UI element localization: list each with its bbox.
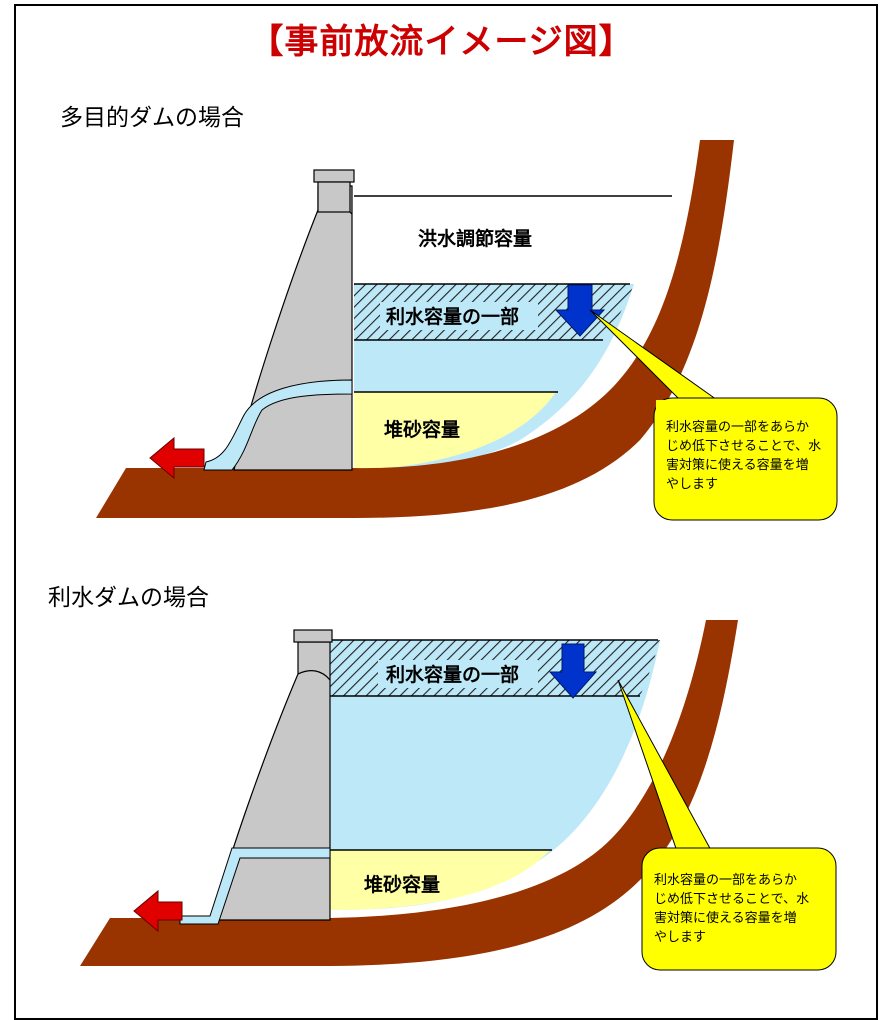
callout-line-4: やします: [666, 477, 718, 492]
sediment-label: 堆砂容量: [364, 873, 440, 896]
callout-line-2: じめ低下させることで、水: [654, 892, 809, 907]
callout-line-4: やします: [654, 930, 706, 945]
reservoir-water: [330, 640, 660, 910]
spillway-flow: [203, 379, 353, 471]
flood-control-label: 洪水調節容量: [418, 227, 532, 250]
callout-line-3: 害対策に使える容量を増: [666, 457, 809, 473]
callout-box: [653, 397, 838, 521]
page-title: 【事前放流イメージ図】: [249, 22, 634, 62]
outflow-arrow-icon: [149, 436, 205, 480]
water-use-dam-diagram: 利水容量の一部 堆砂容量 利水容量の一部をあらか じめ低下させることで、水 害対…: [80, 620, 837, 971]
callout-line-2: じめ低下させることで、水: [666, 439, 821, 454]
water-use-part-label: 利水容量の一部: [386, 305, 519, 328]
callout-line-1: 利水容量の一部をあらか: [666, 419, 809, 435]
spillway-flow: [179, 847, 331, 925]
sediment-area: [330, 850, 550, 910]
dam-crest: [293, 629, 333, 643]
sediment-label: 堆砂容量: [384, 418, 460, 441]
ground: [96, 140, 734, 518]
water-use-part-label: 利水容量の一部: [386, 663, 519, 686]
ground: [80, 620, 738, 966]
sediment-area: [354, 392, 556, 470]
water-use-dam-heading: 利水ダムの場合: [48, 585, 209, 611]
callout-box: [641, 847, 837, 971]
dam-crest: [313, 169, 355, 183]
callout-line-1: 利水容量の一部をあらか: [654, 872, 797, 888]
down-arrow-icon: [548, 643, 598, 699]
multipurpose-dam-heading: 多目的ダムの場合: [60, 105, 244, 131]
callout-line-3: 害対策に使える容量を増: [654, 910, 797, 926]
down-arrow-icon: [554, 284, 606, 337]
outflow-arrow-icon: [133, 889, 183, 933]
multipurpose-dam-diagram: 洪水調節容量 利水容量の一部 堆砂容量 利水容量の一部をあらか じめ低下させるこ…: [96, 140, 838, 521]
